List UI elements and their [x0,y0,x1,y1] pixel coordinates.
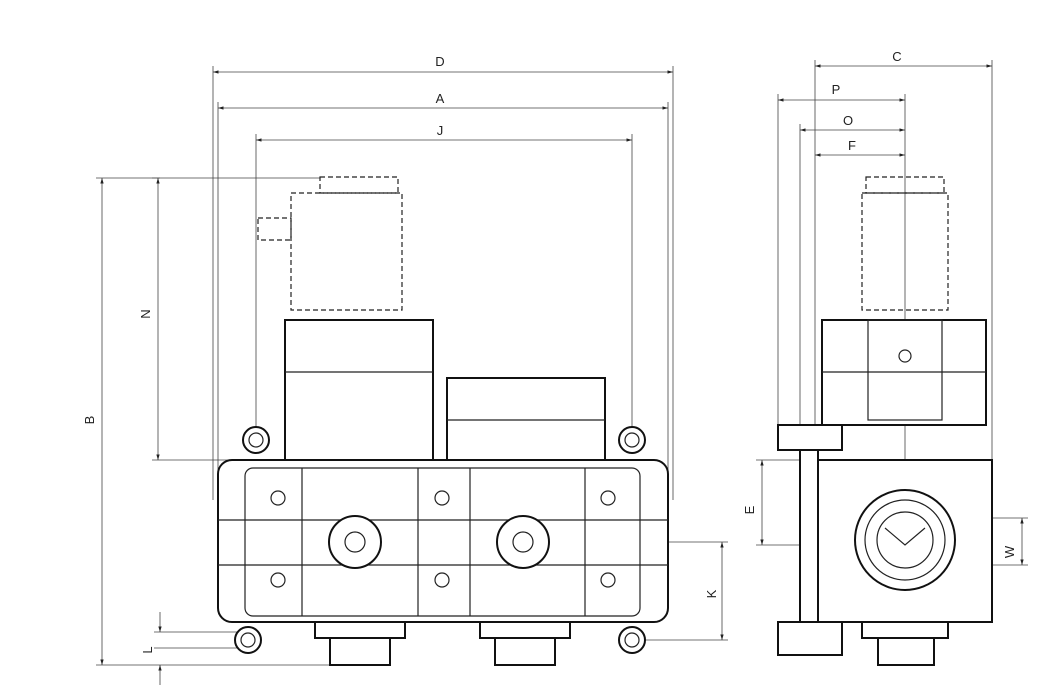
front-view [217,176,669,666]
svg-text:C: C [892,49,901,64]
dim-B: B [82,177,330,666]
side-view [777,176,993,666]
svg-text:B: B [82,416,97,425]
svg-text:L: L [140,646,155,653]
svg-text:W: W [1002,545,1017,558]
svg-text:N: N [138,309,153,318]
dim-N: N [138,177,320,461]
svg-text:F: F [848,138,856,153]
dim-C: C [814,49,993,460]
svg-text:J: J [437,123,444,138]
svg-text:P: P [832,82,841,97]
dim-A: A [217,91,669,470]
dim-O: O [799,113,905,430]
dim-D: D [212,54,674,500]
dim-L: L [140,612,240,685]
svg-text:D: D [435,54,444,69]
dim-J: J [255,123,633,430]
svg-text:E: E [742,505,757,514]
svg-text:K: K [704,589,719,598]
svg-text:A: A [436,91,445,106]
dim-F: F [815,138,905,157]
svg-text:O: O [843,113,853,128]
